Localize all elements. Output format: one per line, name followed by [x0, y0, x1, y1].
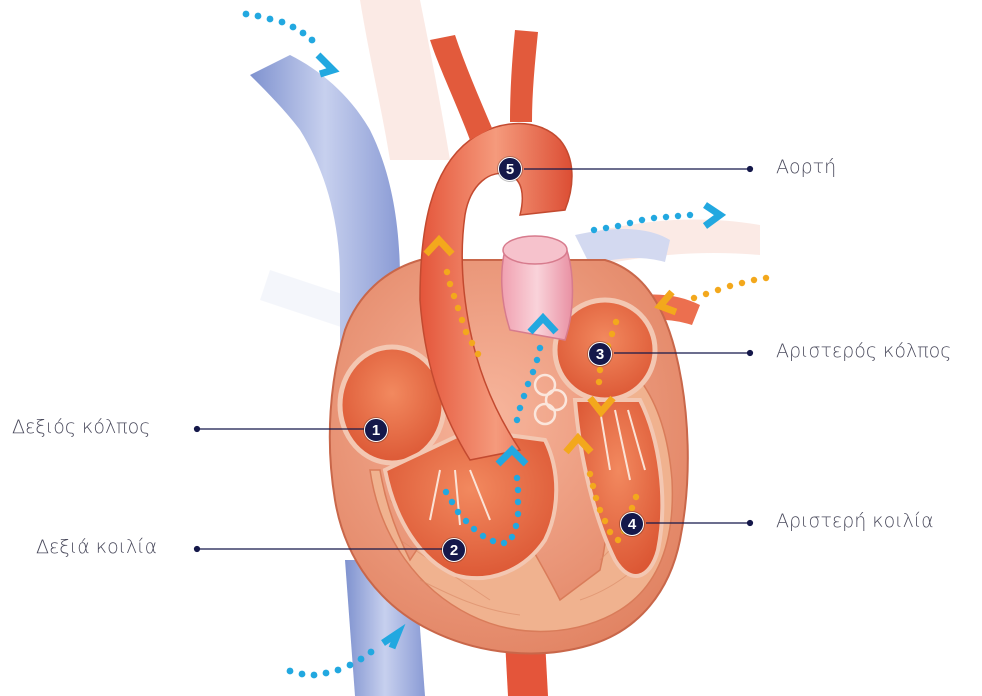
- label-right-atrium: Δεξιός κόλπος: [12, 416, 150, 438]
- marker-2-right-ventricle: 2: [442, 538, 466, 562]
- label-left-atrium: Αριστερός κόλπος: [776, 340, 951, 362]
- label-aorta: Αορτή: [776, 156, 836, 178]
- right-atrium-chamber: [340, 347, 444, 463]
- marker-1-right-atrium: 1: [364, 418, 388, 442]
- marker-5-aorta: 5: [498, 157, 522, 181]
- label-right-ventricle: Δεξιά κοιλία: [36, 536, 157, 558]
- label-left-ventricle: Αριστερή κοιλία: [776, 510, 934, 532]
- left-carotid-artery: [510, 30, 538, 122]
- marker-4-left-ventricle: 4: [620, 512, 644, 536]
- marker-3-left-atrium: 3: [588, 342, 612, 366]
